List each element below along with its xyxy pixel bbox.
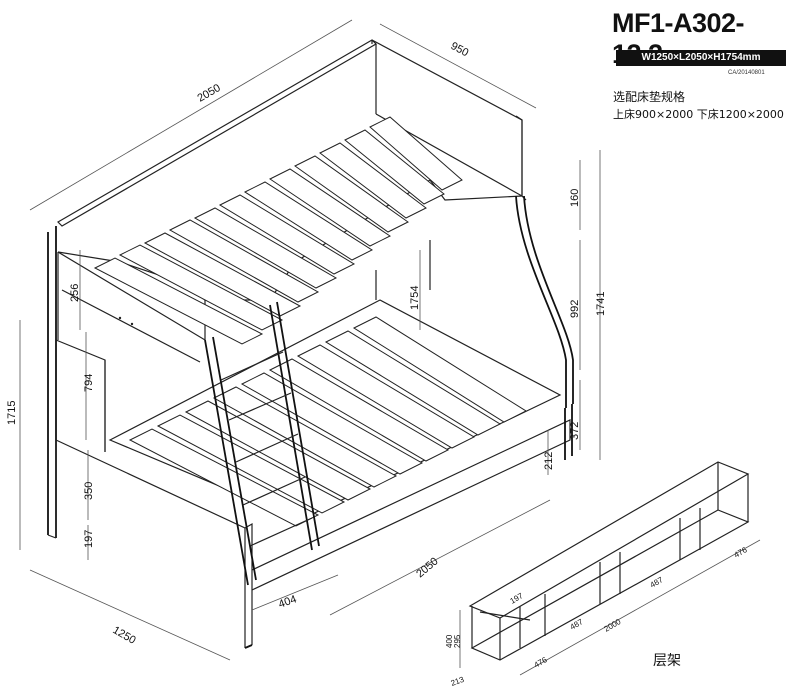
ladder: [204, 301, 320, 586]
dim-1250: 1250: [111, 624, 138, 647]
dimension-lines: [19, 19, 601, 661]
dim-1754: 1754: [409, 286, 421, 310]
dim-256: 256: [69, 284, 81, 302]
dim-950: 950: [449, 40, 471, 59]
shelf-dim-213: 213: [450, 675, 466, 688]
bed-frame: [47, 40, 574, 649]
mattress-spec-title: 选配床垫规格: [613, 90, 686, 104]
dim-197: 197: [83, 530, 95, 548]
shelf-unit: [459, 461, 761, 676]
drawing-code: CA/20140801: [728, 70, 765, 76]
dim-992: 992: [569, 300, 581, 318]
shelf-dim-197: 197: [509, 591, 526, 606]
shelf-label: 层架: [653, 653, 681, 669]
lower-bunk: [108, 299, 562, 527]
dim-212: 212: [543, 452, 555, 470]
shelf-dim-295: 295: [453, 634, 462, 648]
dim-160: 160: [569, 189, 581, 207]
dim-350: 350: [83, 482, 95, 500]
dim-1715: 1715: [6, 401, 18, 425]
upper-bunk: [57, 39, 527, 363]
shelf-dim-476a: 476: [533, 655, 550, 670]
dim-2050-top: 2050: [196, 82, 223, 105]
upper-slats: [93, 116, 463, 345]
shelf-dim-400: 400: [445, 634, 454, 648]
mattress-spec-detail: 上床900×2000 下床1200×2000: [613, 108, 784, 121]
dim-794: 794: [83, 374, 95, 392]
overall-size-bar: W1250×L2050×H1754mm: [616, 50, 786, 66]
lower-slats: [128, 316, 528, 527]
dim-1741: 1741: [595, 292, 607, 316]
shelf-dim-2000: 2000: [603, 617, 623, 634]
dim-372: 372: [569, 422, 581, 440]
shelf-dim-487b: 487: [649, 575, 666, 590]
dim-404: 404: [277, 593, 298, 611]
shelf-dim-487a: 487: [569, 617, 586, 632]
